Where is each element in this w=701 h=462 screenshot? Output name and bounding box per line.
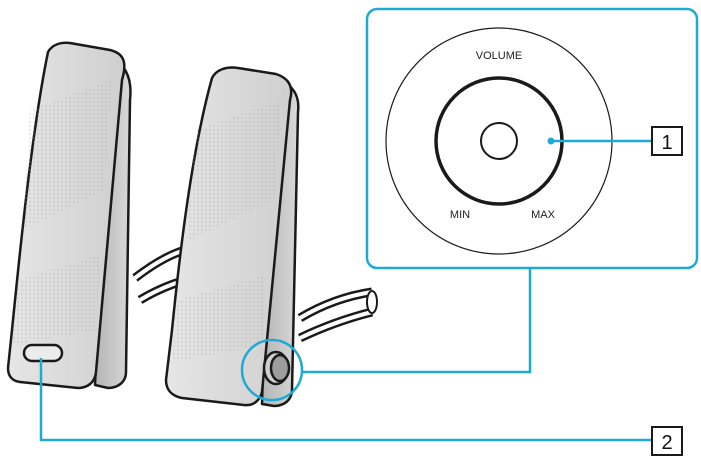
dial-min-label: MIN [450,209,470,221]
left-speaker [6,41,132,390]
zoom-highlight-circle [240,338,304,402]
callout-1: 1 [651,126,683,156]
dial-title: VOLUME [476,50,522,62]
callout-1-number: 1 [661,132,672,154]
power-indicator-light [22,343,64,363]
dial-center-button [480,122,518,160]
callout-lines [39,137,652,442]
volume-dial: VOLUME MIN MAX [385,27,613,255]
callout-2-number: 2 [661,432,672,454]
volume-knob-on-speaker [262,350,291,386]
dial-max-label: MAX [531,209,556,221]
callout-2: 2 [651,426,683,456]
right-speaker [164,66,300,408]
